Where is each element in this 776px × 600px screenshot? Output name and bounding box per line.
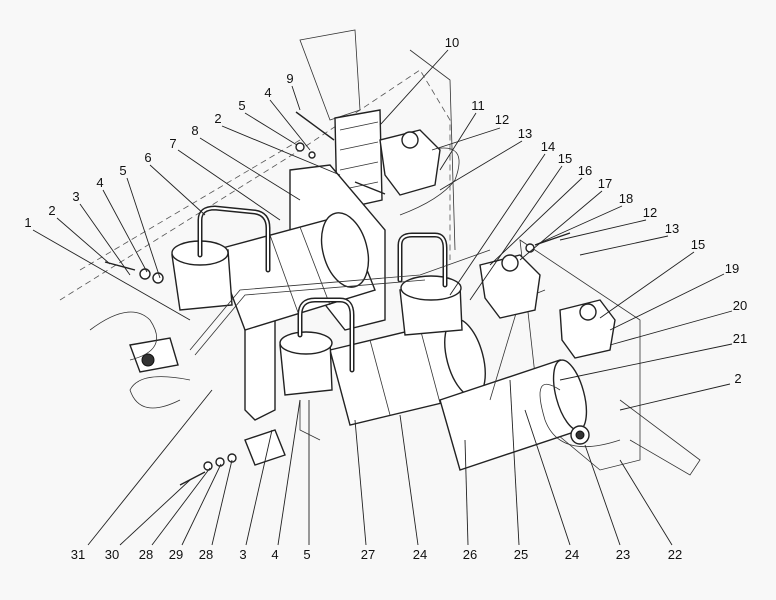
callout-4: 4 (271, 547, 278, 562)
leader-lines-top (32, 49, 733, 411)
callout-5: 5 (238, 98, 245, 113)
callout-13: 13 (665, 221, 679, 236)
valves (379, 129, 616, 359)
air-receiver-rear (439, 359, 588, 471)
callout-2: 2 (214, 111, 221, 126)
callout-24: 24 (565, 547, 579, 562)
callout-29: 29 (169, 547, 183, 562)
callout-15: 15 (691, 237, 705, 252)
callouts-bottom: 31 30 28 29 28 3 4 5 27 24 26 25 24 23 2… (71, 547, 682, 562)
callout-17: 17 (598, 176, 612, 191)
callout-26: 26 (463, 547, 477, 562)
callout-8: 8 (191, 123, 198, 138)
callout-20: 20 (733, 298, 747, 313)
pipelines (189, 147, 621, 447)
callout-19: 19 (725, 261, 739, 276)
callout-5: 5 (119, 163, 126, 178)
callout-11: 11 (471, 98, 485, 113)
callout-18: 18 (619, 191, 633, 206)
callout-28: 28 (139, 547, 153, 562)
callout-9: 9 (286, 71, 293, 86)
callout-23: 23 (616, 547, 630, 562)
callout-2: 2 (48, 203, 55, 218)
leader-lines-bottom (87, 379, 673, 546)
callout-1: 1 (24, 215, 31, 230)
callout-6: 6 (144, 150, 151, 165)
callout-12: 12 (495, 112, 509, 127)
callout-24: 24 (413, 547, 427, 562)
callout-12: 12 (643, 205, 657, 220)
callout-2: 2 (734, 371, 741, 386)
callout-14: 14 (541, 139, 555, 154)
callout-31: 31 (71, 547, 85, 562)
callout-15: 15 (558, 151, 572, 166)
callout-10: 10 (445, 35, 459, 50)
callout-30: 30 (105, 547, 119, 562)
callout-4: 4 (96, 175, 103, 190)
callouts-top: 10 9 4 5 2 8 7 6 5 4 3 2 1 11 12 13 14 1… (24, 35, 747, 386)
callout-5: 5 (303, 547, 310, 562)
fasteners (89, 232, 590, 486)
callout-4: 4 (264, 85, 271, 100)
callout-21: 21 (733, 331, 747, 346)
callout-22: 22 (668, 547, 682, 562)
callout-13: 13 (518, 126, 532, 141)
callout-3: 3 (239, 547, 246, 562)
callout-3: 3 (72, 189, 79, 204)
callout-25: 25 (514, 547, 528, 562)
callout-27: 27 (361, 547, 375, 562)
callout-7: 7 (169, 136, 176, 151)
callout-16: 16 (578, 163, 592, 178)
callout-28: 28 (199, 547, 213, 562)
